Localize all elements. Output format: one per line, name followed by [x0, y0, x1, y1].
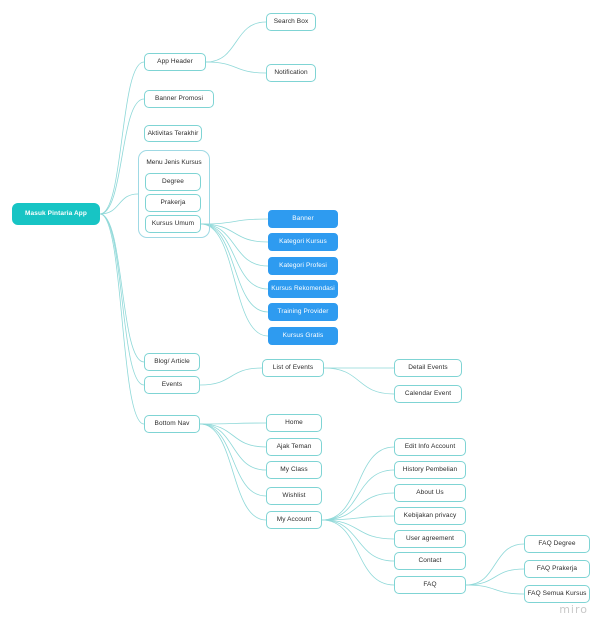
edge-kursus-umum-to-kursus-rekomendasi [200, 223, 269, 290]
edge-bottom-nav-to-wishlist [199, 423, 267, 497]
edge-events-to-list-of-events [199, 367, 263, 386]
node-banner-promosi[interactable]: Banner Promosi [144, 90, 214, 108]
node-faq-degree[interactable]: FAQ Degree [524, 535, 590, 553]
edge-faq-to-faq-degree [465, 543, 525, 586]
edge-faq-to-faq-semua-kursus [465, 584, 525, 595]
edge-root-to-events [99, 213, 145, 386]
node-ajak-teman[interactable]: Ajak Teman [266, 438, 322, 456]
edge-my-account-to-contact [321, 519, 395, 562]
node-user-agreement[interactable]: User agreement [394, 530, 466, 548]
edge-kursus-umum-to-training-provider [200, 223, 269, 313]
node-contact[interactable]: Contact [394, 552, 466, 570]
edge-my-account-to-kebijakan-privacy [321, 515, 395, 521]
edge-kursus-umum-to-banner [200, 218, 269, 225]
miro-watermark: miro [559, 603, 588, 616]
edge-kursus-umum-to-kategori-kursus [200, 223, 269, 243]
group-menu-jenis-kursus-label: Menu Jenis Kursus [146, 159, 202, 166]
edge-bottom-nav-to-home [199, 422, 267, 425]
node-degree[interactable]: Degree [145, 173, 201, 191]
node-kategori-profesi[interactable]: Kategori Profesi [268, 257, 338, 275]
group-menu-jenis-kursus[interactable] [138, 150, 210, 238]
node-faq[interactable]: FAQ [394, 576, 466, 594]
edge-kursus-umum-to-kursus-gratis [200, 223, 269, 337]
edge-list-of-events-to-calendar-event [323, 367, 395, 395]
node-kursus-umum[interactable]: Kursus Umum [145, 215, 201, 233]
node-kebijakan-privacy[interactable]: Kebijakan privacy [394, 507, 466, 525]
edge-bottom-nav-to-ajak-teman [199, 423, 267, 448]
node-detail-events[interactable]: Detail Events [394, 359, 462, 377]
node-notification[interactable]: Notification [266, 64, 316, 82]
edge-my-account-to-about-us [321, 492, 395, 521]
node-history-pembelian[interactable]: History Pembelian [394, 461, 466, 479]
node-kursus-rekomendasi[interactable]: Kursus Rekomendasi [268, 280, 338, 298]
node-edit-info-account[interactable]: Edit Info Account [394, 438, 466, 456]
node-kategori-kursus[interactable]: Kategori Kursus [268, 233, 338, 251]
node-home[interactable]: Home [266, 414, 322, 432]
node-search-box[interactable]: Search Box [266, 13, 316, 31]
edge-my-account-to-history-pembelian [321, 469, 395, 521]
node-app-header[interactable]: App Header [144, 53, 206, 71]
node-list-of-events[interactable]: List of Events [262, 359, 324, 377]
node-events[interactable]: Events [144, 376, 200, 394]
edge-bottom-nav-to-my-account [199, 423, 267, 521]
node-kursus-gratis[interactable]: Kursus Gratis [268, 327, 338, 345]
edge-app-header-to-notification [205, 61, 267, 74]
node-my-account[interactable]: My Account [266, 511, 322, 529]
node-blog-article[interactable]: Blog/ Article [144, 353, 200, 371]
node-aktivitas-terakhir[interactable]: Aktivitas Terakhir [144, 125, 202, 142]
node-prakerja[interactable]: Prakerja [145, 194, 201, 212]
node-faq-prakerja[interactable]: FAQ Prakerja [524, 560, 590, 578]
edge-faq-to-faq-prakerja [465, 568, 525, 586]
edge-root-to-blog-article [99, 213, 145, 363]
edge-root-to-menu-group [99, 193, 139, 215]
node-banner[interactable]: Banner [268, 210, 338, 228]
node-calendar-event[interactable]: Calendar Event [394, 385, 462, 403]
node-faq-semua-kursus[interactable]: FAQ Semua Kursus [524, 585, 590, 603]
edge-kursus-umum-to-kategori-profesi [200, 223, 269, 267]
edge-root-to-bottom-nav [99, 213, 145, 425]
edge-bottom-nav-to-my-class [199, 423, 267, 471]
edge-my-account-to-faq [321, 519, 395, 586]
node-root[interactable]: Masuk Pintaria App [12, 203, 100, 225]
edge-my-account-to-edit-info-account [321, 446, 395, 521]
node-training-provider[interactable]: Training Provider [268, 303, 338, 321]
node-bottom-nav[interactable]: Bottom Nav [144, 415, 200, 433]
edge-my-account-to-user-agreement [321, 519, 395, 540]
node-about-us[interactable]: About Us [394, 484, 466, 502]
edge-app-header-to-search-box [205, 21, 267, 63]
node-wishlist[interactable]: Wishlist [266, 487, 322, 505]
node-my-class[interactable]: My Class [266, 461, 322, 479]
